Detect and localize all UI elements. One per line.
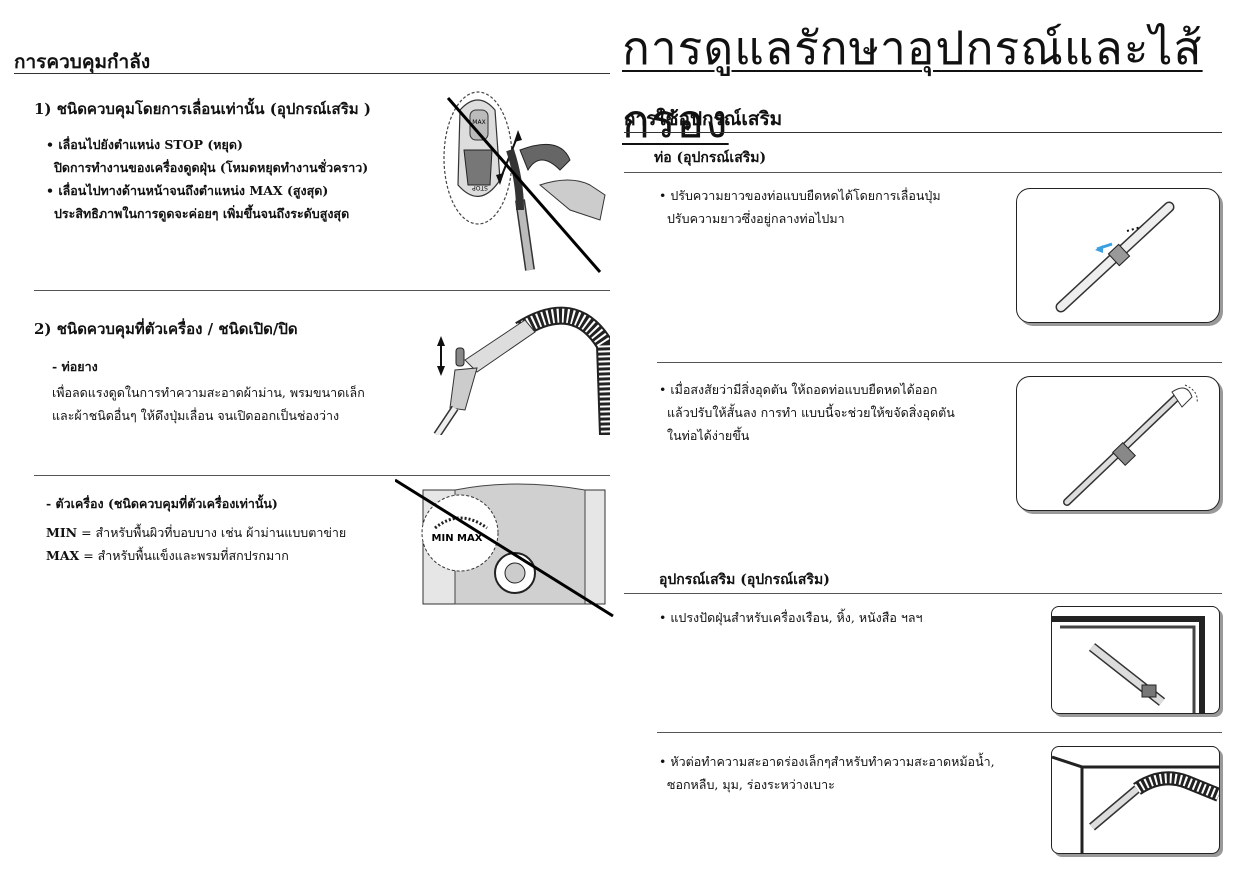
body-dial-illustration: MIN MAX (395, 478, 615, 618)
sub-divider (624, 172, 1222, 173)
pipe-item2-line: • เมื่อสงสัยว่ามีสิ่งอุดตัน ให้ถอดท่อแบบ… (659, 382, 938, 397)
dial-label: MIN MAX (432, 533, 483, 544)
min-label: MIN (46, 525, 78, 540)
hose-handle-illustration (425, 300, 610, 435)
handle-slider-illustration: MAX STOP (420, 90, 610, 275)
page-title: การดูแลรักษาอุปกรณ์และไส้กรอง (622, 21, 1203, 148)
min-line: MIN = สำหรับพื้นผิวที่บอบบาง เช่น ผ้าม่า… (46, 521, 346, 544)
slider-label-max: MAX (472, 119, 485, 126)
block2-line: เพื่อลดแรงดูดในการทำความสะอาดผ้าม่าน, พร… (52, 385, 365, 400)
block1-heading: 1) ชนิดควบคุมโดยการเลื่อนเท่านั้น (อุปกร… (34, 100, 371, 118)
block2-line: และผ้าชนิดอื่นๆ ให้ดึงปุ่มเลื่อน จนเปิดอ… (52, 408, 340, 423)
pipe-heading: ท่อ (อุปกรณ์เสริม) (654, 150, 767, 166)
block3-text: MIN = สำหรับพื้นผิวที่บอบบาง เช่น ผ้าม่า… (46, 521, 346, 567)
crevice-tool-image (1051, 746, 1220, 854)
block1-line: • เลื่อนไปทางด้านหน้าจนถึงตำแหน่ง MAX (ส… (46, 183, 329, 198)
accessory-item2-line: ซอกหลืบ, มุม, ร่องระหว่างเบาะ (667, 777, 835, 792)
pipe-item2-text: • เมื่อสงสัยว่ามีสิ่งอุดตัน ให้ถอดท่อแบบ… (659, 378, 955, 447)
block1-line: • เลื่อนไปยังตำแหน่ง STOP (หยุด) (46, 137, 243, 152)
max-label: MAX (46, 548, 80, 563)
accessory-item2-line: • หัวต่อทำความสะอาดร่องเล็กๆสำหรับทำความ… (659, 754, 995, 769)
pipe-item1-text: • ปรับความยาวของท่อแบบยืดหดได้โดยการเลื่… (659, 184, 941, 230)
dusting-brush-image (1051, 606, 1220, 714)
block3-sub: - ตัวเครื่อง (ชนิดควบคุมที่ตัวเครื่องเท่… (46, 496, 278, 511)
section-title-power-control: การควบคุมกำลัง (14, 51, 151, 73)
sub-divider (624, 593, 1222, 594)
accessory-item1-text: • แปรงปัดฝุ่นสำหรับเครื่องเรือน, หิ้ง, ห… (659, 606, 923, 629)
section-title-accessories: การใช้อุปกรณ์เสริม (624, 108, 783, 130)
block-divider (34, 475, 610, 476)
block2-heading: 2) ชนิดควบคุมที่ตัวเครื่อง / ชนิดเปิด/ปิ… (34, 320, 298, 338)
item-divider (657, 732, 1222, 733)
pipe-item1-line: ปรับความยาวซึ่งอยู่กลางท่อไปมา (667, 211, 845, 226)
max-text: = สำหรับพื้นแข็งและพรมที่สกปรกมาก (79, 548, 289, 563)
telescopic-pipe-image (1016, 188, 1220, 323)
item-divider (657, 362, 1222, 363)
accessory-item2-text: • หัวต่อทำความสะอาดร่องเล็กๆสำหรับทำความ… (659, 750, 995, 796)
max-line: MAX = สำหรับพื้นแข็งและพรมที่สกปรกมาก (46, 544, 346, 567)
accessory-heading: อุปกรณ์เสริม (อุปกรณ์เสริม) (659, 572, 830, 588)
section-divider (624, 132, 1222, 133)
block1-line: ปิดการทำงานของเครื่องดูดฝุ่น (โหมดหยุดทำ… (54, 160, 369, 175)
slider-label-stop: STOP (472, 184, 488, 191)
min-text: = สำหรับพื้นผิวที่บอบบาง เช่น ผ้าม่านแบบ… (77, 525, 347, 540)
block1-line: ประสิทธิภาพในการดูดจะค่อยๆ เพิ่มขึ้นจนถึ… (54, 206, 350, 221)
block-divider (34, 290, 610, 291)
pipe-item1-line: • ปรับความยาวของท่อแบบยืดหดได้โดยการเลื่… (659, 188, 941, 203)
block2-text: เพื่อลดแรงดูดในการทำความสะอาดผ้าม่าน, พร… (52, 381, 365, 427)
block2-sub: - ท่อยาง (52, 359, 98, 374)
accessory-item1-line: • แปรงปัดฝุ่นสำหรับเครื่องเรือน, หิ้ง, ห… (659, 610, 923, 625)
block1-text: • เลื่อนไปยังตำแหน่ง STOP (หยุด) ปิดการท… (46, 133, 368, 225)
pipe-item2-line: แล้วปรับให้สั้นลง การทำ แบบนี้จะช่วยให้ข… (667, 405, 955, 420)
pipe-item2-line: ในท่อได้ง่ายขึ้น (667, 428, 750, 443)
clog-removal-image (1016, 376, 1220, 511)
section-divider (14, 73, 610, 74)
